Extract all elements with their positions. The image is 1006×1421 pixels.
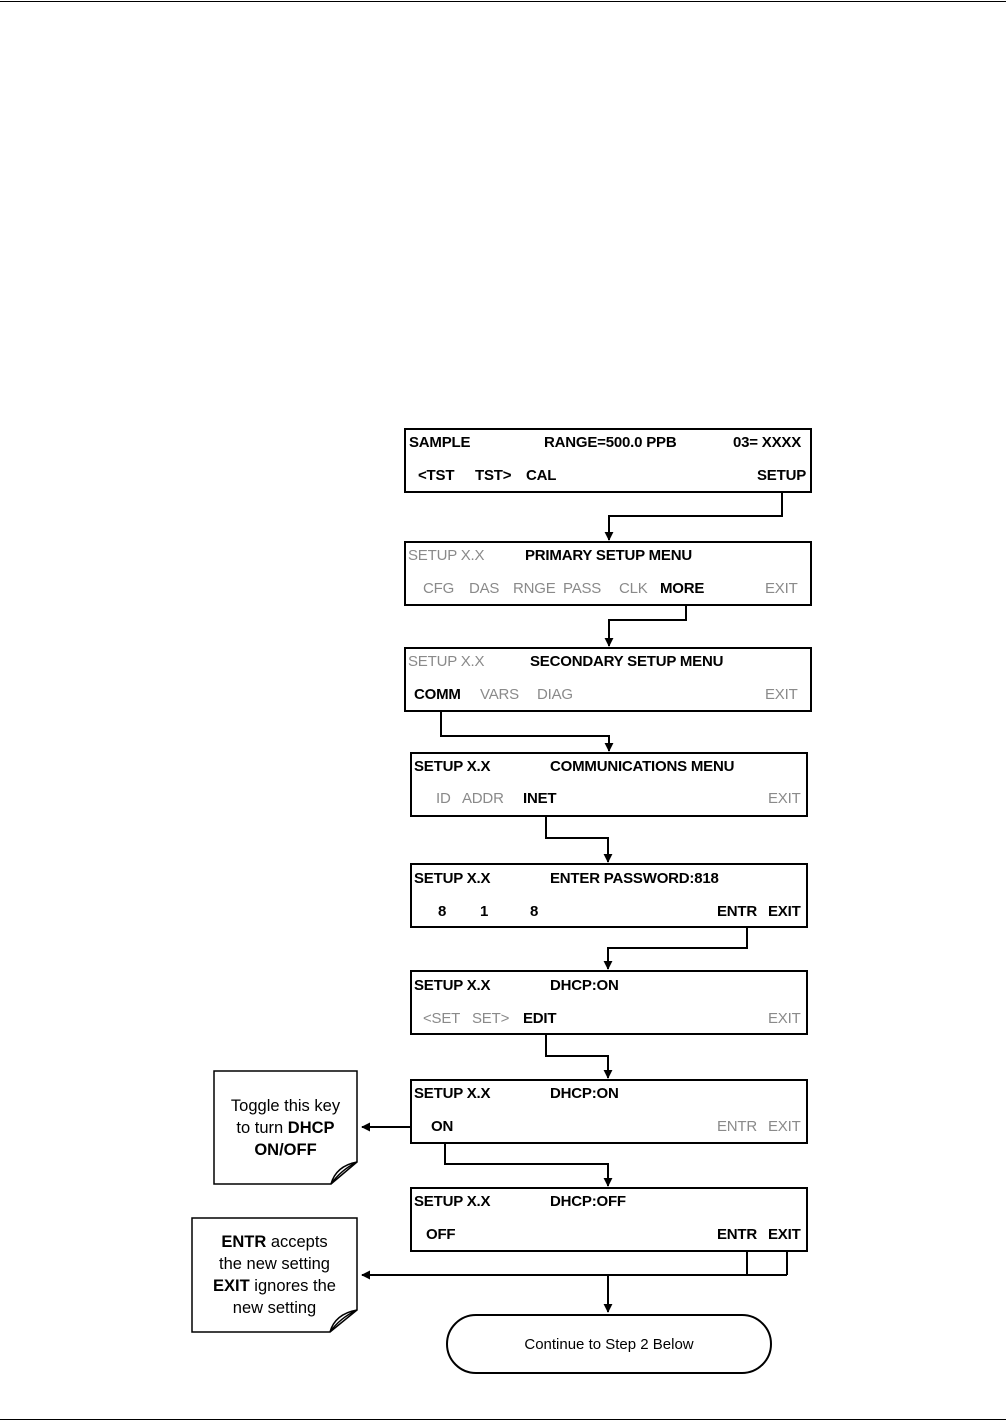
arrow-edit-to-dhcp-edit [545, 1034, 613, 1079]
key-digit-1[interactable]: 1 [480, 903, 489, 920]
key-set-prev[interactable]: <SET [423, 1010, 461, 1027]
key-on[interactable]: ON [431, 1118, 454, 1135]
arrow-more-to-secondary [604, 604, 687, 647]
key-exit-primary[interactable]: EXIT [765, 580, 798, 597]
key-edit[interactable]: EDIT [523, 1010, 557, 1027]
accept-note-shape [191, 1217, 358, 1333]
key-exit-dhcp[interactable]: EXIT [768, 1010, 801, 1027]
toggle-note-fold [330, 1161, 358, 1185]
key-clk[interactable]: CLK [619, 580, 648, 597]
key-diag[interactable]: DIAG [537, 686, 573, 703]
key-id[interactable]: ID [436, 790, 451, 807]
accept-note-line3: EXIT ignores the [192, 1275, 357, 1297]
toggle-note-line1: Toggle this key [230, 1097, 341, 1115]
screen1-title-right: 03= XXXX [733, 434, 802, 451]
key-setup[interactable]: SETUP [757, 467, 807, 484]
arrow-setup-to-primary [604, 492, 783, 541]
key-exit-secondary[interactable]: EXIT [765, 686, 798, 703]
accept-note-line2: the new setting [219, 1255, 330, 1273]
key-addr[interactable]: ADDR [462, 790, 504, 807]
accept-note-line4: new setting [232, 1299, 317, 1317]
page-top-rule [0, 1, 1006, 2]
arrow-inet-to-password [545, 814, 613, 863]
toggle-note-line2-pre: to turn [236, 1119, 288, 1137]
screen-sample [404, 428, 812, 493]
toggle-note-line2: to turn DHCP [214, 1117, 357, 1139]
arrow-comm-to-communications [440, 710, 614, 752]
key-das[interactable]: DAS [469, 580, 500, 597]
screen1-title-left: SAMPLE [409, 434, 471, 451]
screen7-title-center: DHCP:ON [550, 1085, 619, 1102]
screen7-title-left: SETUP X.X [414, 1085, 491, 1102]
screen3-title-left: SETUP X.X [408, 653, 485, 670]
screen6-title-center: DHCP:ON [550, 977, 619, 994]
toggle-note: Toggle this key to turn DHCP ON/OFF [214, 1095, 357, 1161]
key-exit-dhcp-off[interactable]: EXIT [768, 1226, 801, 1243]
screen2-title-center: PRIMARY SETUP MENU [525, 547, 692, 564]
key-inet[interactable]: INET [523, 790, 557, 807]
toggle-note-line2-bold: DHCP [287, 1119, 335, 1137]
screen-primary-setup [404, 541, 812, 606]
key-cal[interactable]: CAL [526, 467, 557, 484]
key-entr-password[interactable]: ENTR [717, 903, 758, 920]
page-bottom-rule [0, 1419, 1006, 1420]
key-pass[interactable]: PASS [563, 580, 602, 597]
accept-note: ENTR accepts the new setting EXIT ignore… [192, 1231, 357, 1319]
key-off[interactable]: OFF [426, 1226, 456, 1243]
accept-note-line3-post: ignores the [249, 1277, 336, 1295]
continue-terminator: Continue to Step 2 Below [446, 1314, 772, 1374]
screen4-title-left: SETUP X.X [414, 758, 491, 775]
key-digit-8-first[interactable]: 8 [438, 903, 447, 920]
arrow-entr-to-dhcp [603, 926, 748, 970]
key-comm[interactable]: COMM [414, 686, 461, 703]
key-exit-dhcp-on[interactable]: EXIT [768, 1118, 801, 1135]
screen8-title-center: DHCP:OFF [550, 1193, 626, 1210]
screen2-title-left: SETUP X.X [408, 547, 485, 564]
accept-note-line1-bold: ENTR [221, 1233, 267, 1251]
key-tst-next[interactable]: TST> [475, 467, 512, 484]
key-entr-dhcp-on[interactable]: ENTR [717, 1118, 758, 1135]
key-digit-8-second[interactable]: 8 [530, 903, 539, 920]
key-tst-prev[interactable]: <TST [418, 467, 455, 484]
accept-note-line3-bold: EXIT [213, 1277, 250, 1295]
toggle-note-shape [213, 1070, 358, 1185]
key-vars[interactable]: VARS [480, 686, 519, 703]
screen1-title-center: RANGE=500.0 PPB [544, 434, 677, 451]
toggle-note-line3: ON/OFF [214, 1139, 357, 1161]
screen5-title-center: ENTER PASSWORD:818 [550, 870, 719, 887]
key-exit-comm[interactable]: EXIT [768, 790, 801, 807]
screen-secondary-setup [404, 647, 812, 712]
screen5-title-left: SETUP X.X [414, 870, 491, 887]
screen4-title-center: COMMUNICATIONS MENU [550, 758, 735, 775]
screen-dhcp-edit-on [410, 1079, 808, 1144]
key-exit-password[interactable]: EXIT [768, 903, 801, 920]
accept-note-line1-post: accepts [266, 1233, 328, 1251]
accept-note-fold [329, 1309, 358, 1333]
key-more[interactable]: MORE [660, 580, 705, 597]
screen-dhcp-edit-off [410, 1187, 808, 1252]
key-set-next[interactable]: SET> [472, 1010, 510, 1027]
screen8-title-left: SETUP X.X [414, 1193, 491, 1210]
screen3-title-center: SECONDARY SETUP MENU [530, 653, 724, 670]
screen-communications [410, 752, 808, 817]
continue-label: Continue to Step 2 Below [524, 1335, 694, 1353]
key-rnge[interactable]: RNGE [513, 580, 556, 597]
key-cfg[interactable]: CFG [423, 580, 455, 597]
key-entr-dhcp-off[interactable]: ENTR [717, 1226, 758, 1243]
screen-password [410, 863, 808, 928]
arrow-on-to-dhcp-off [444, 1142, 613, 1187]
screen-dhcp-view [410, 970, 808, 1035]
screen6-title-left: SETUP X.X [414, 977, 491, 994]
toggle-note-line3-bold: ON/OFF [254, 1141, 317, 1159]
accept-note-line1: ENTR accepts [192, 1231, 357, 1253]
